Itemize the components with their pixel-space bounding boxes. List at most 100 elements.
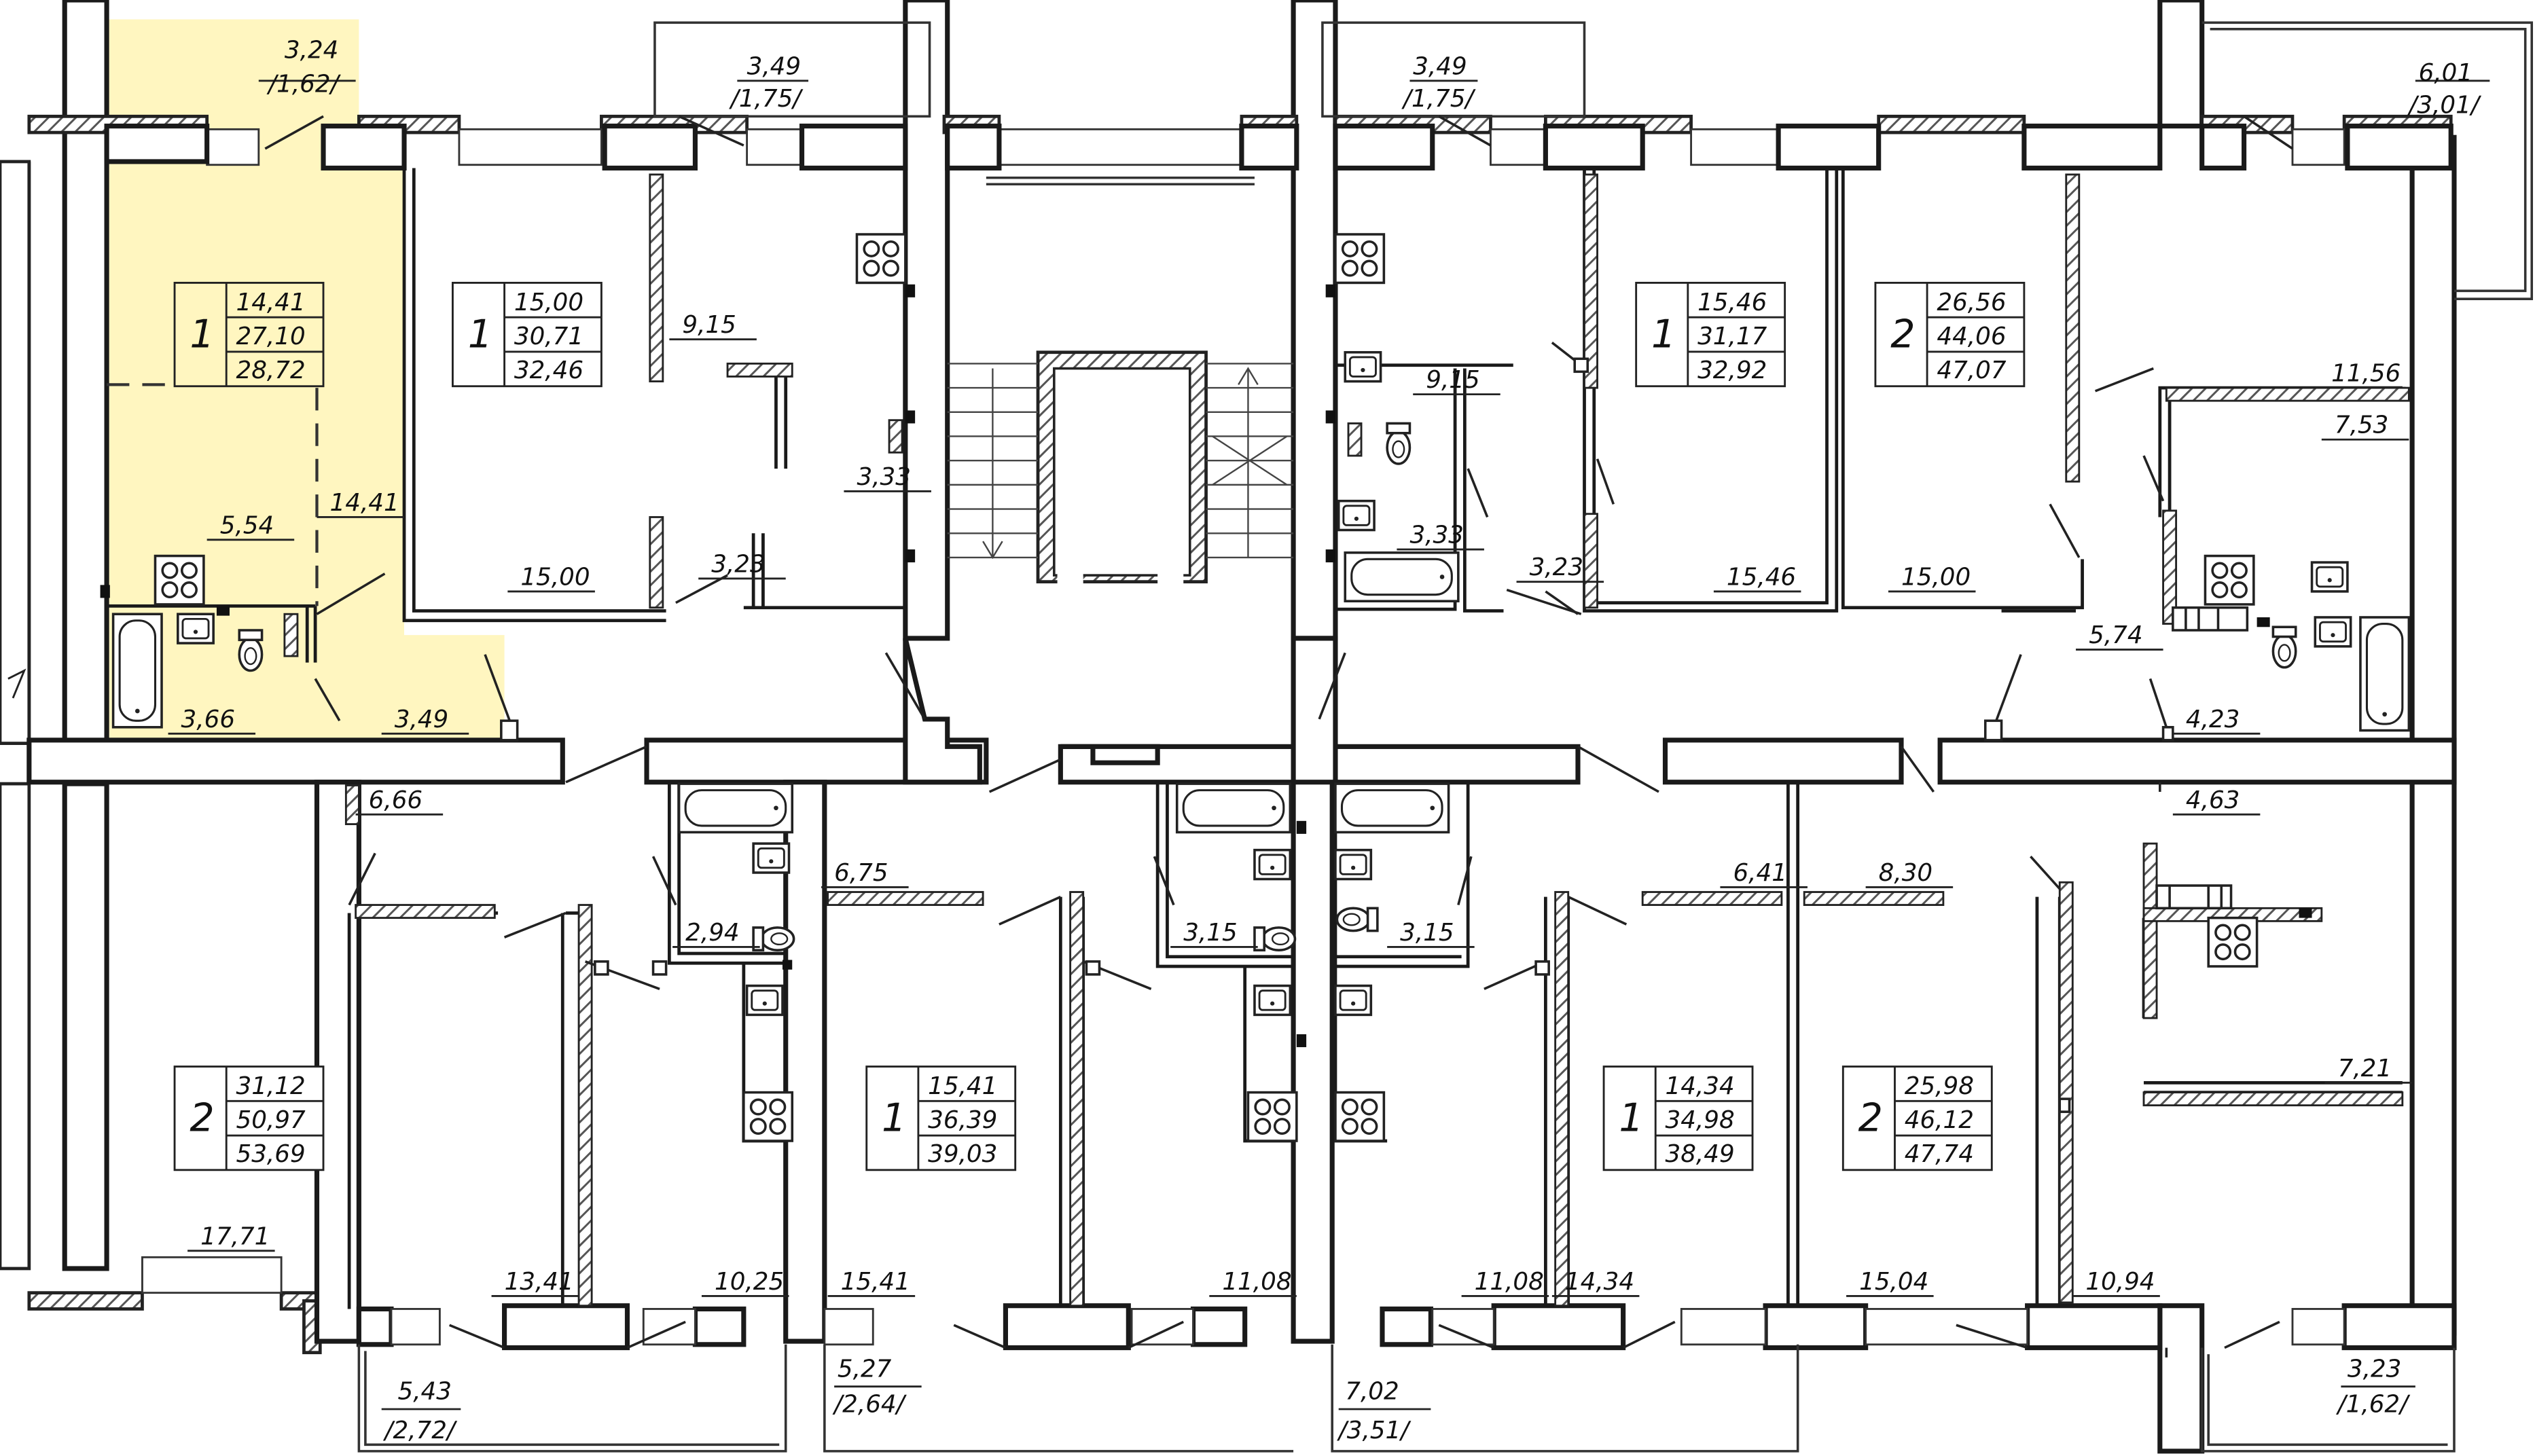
apartment-living-area: 15,00 bbox=[514, 289, 583, 316]
apartment-room-count: 2 bbox=[1858, 1096, 1883, 1141]
bathtub-icon bbox=[677, 782, 794, 834]
room-area-label: 6,75 bbox=[834, 859, 888, 887]
apartment-living-area: 15,41 bbox=[928, 1072, 997, 1100]
stove-icon bbox=[154, 554, 205, 606]
apartment-room-count: 2 bbox=[1890, 312, 1915, 357]
room-area-label: 11,56 bbox=[2331, 360, 2401, 388]
apartment-total-with-balcony: 32,46 bbox=[514, 357, 583, 384]
hatched-partitions bbox=[283, 173, 2410, 1307]
apartment-total-with-balcony: 47,74 bbox=[1905, 1140, 1974, 1168]
room-area-label: 10,25 bbox=[715, 1268, 784, 1296]
sink-icon bbox=[1337, 499, 1376, 532]
bathtub-icon bbox=[2359, 616, 2411, 732]
sink-icon bbox=[745, 984, 784, 1017]
room-area-label: 3,33 bbox=[857, 463, 910, 491]
facade-walls-bottom bbox=[27, 1291, 322, 1355]
apartment-room-count: 2 bbox=[190, 1096, 214, 1141]
room-area-label: 15,00 bbox=[520, 563, 590, 591]
balcony-outlines bbox=[357, 21, 2534, 1453]
apartment-total-with-balcony: 53,69 bbox=[236, 1140, 305, 1168]
balcony-area: 3,49 bbox=[1413, 52, 1467, 80]
balcony-reduced-area: /2,72/ bbox=[382, 1417, 457, 1444]
sink-icon bbox=[752, 842, 791, 874]
bathtub-icon bbox=[1334, 782, 1450, 834]
balcony-reduced-area: /1,75/ bbox=[1401, 85, 1476, 113]
apartment-total-area: 36,39 bbox=[928, 1106, 997, 1134]
apartment-living-area: 25,98 bbox=[1905, 1072, 1974, 1100]
sink-icon bbox=[2314, 616, 2352, 648]
apartment-table bbox=[1602, 1066, 1754, 1171]
apartment-table bbox=[1841, 1066, 1993, 1171]
sink-icon bbox=[1253, 984, 1292, 1017]
kitchen-zone-outline bbox=[107, 383, 319, 606]
wall-markers bbox=[100, 284, 2312, 1047]
apartment-table bbox=[173, 1066, 325, 1171]
apartment-total-area: 44,06 bbox=[1937, 323, 2006, 350]
room-area-label: 2,94 bbox=[685, 919, 739, 947]
balcony-reduced-area: /1,62/ bbox=[2336, 1391, 2411, 1419]
apartment-room-count: 1 bbox=[190, 312, 214, 357]
room-area-label: 3,33 bbox=[1409, 522, 1463, 549]
stove-icon bbox=[742, 1091, 794, 1142]
apartment-living-area: 15,46 bbox=[1697, 289, 1767, 316]
apartment-total-area: 30,71 bbox=[514, 323, 583, 350]
apartment-table bbox=[1635, 281, 1786, 388]
apartment-living-area: 14,41 bbox=[236, 289, 305, 316]
exterior-walls bbox=[62, 0, 2457, 1336]
apartment-total-area: 50,97 bbox=[236, 1106, 305, 1134]
toilet-icon bbox=[2271, 625, 2297, 669]
toilet-icon bbox=[1253, 926, 1297, 951]
stove-icon bbox=[1334, 1091, 1386, 1142]
apartment-total-area: 27,10 bbox=[236, 323, 305, 350]
balcony-area: 5,27 bbox=[838, 1355, 892, 1383]
room-area-label: 7,53 bbox=[2335, 412, 2388, 439]
apartment-total-with-balcony: 47,07 bbox=[1937, 357, 2006, 384]
room-area-label: 7,21 bbox=[2338, 1055, 2392, 1082]
room-area-label: 3,23 bbox=[1530, 553, 1583, 581]
stove-icon bbox=[2204, 554, 2255, 606]
leader-lines bbox=[258, 79, 2490, 1410]
apartment-table bbox=[1874, 281, 2026, 388]
sink-icon bbox=[2310, 561, 2349, 593]
room-area-label: 15,41 bbox=[841, 1268, 910, 1296]
room-area-label: 6,41 bbox=[1733, 859, 1786, 887]
toilet-icon bbox=[1386, 422, 1412, 465]
apartment-living-area: 31,12 bbox=[236, 1072, 305, 1100]
room-area-label: 9,15 bbox=[1426, 366, 1479, 394]
room-area-label: 3,49 bbox=[395, 706, 448, 733]
sink-icon bbox=[177, 613, 215, 644]
apartment-tables bbox=[173, 281, 2026, 1171]
apartment-total-with-balcony: 28,72 bbox=[236, 357, 305, 384]
bathtub-icon bbox=[1175, 782, 1292, 834]
room-area-label: 4,63 bbox=[2186, 786, 2240, 814]
room-area-label: 15,04 bbox=[1859, 1268, 1928, 1296]
apartment-room-count: 1 bbox=[1619, 1096, 1643, 1141]
apartment-living-area: 14,34 bbox=[1666, 1072, 1735, 1100]
apartment-table bbox=[173, 281, 325, 388]
room-area-label: 10,94 bbox=[2085, 1268, 2155, 1296]
corridor-walls bbox=[26, 636, 2457, 786]
room-area-label: 3,15 bbox=[1400, 919, 1454, 947]
bathtub-icon bbox=[1344, 551, 1460, 602]
stove-icon bbox=[855, 233, 907, 285]
room-area-label: 14,41 bbox=[330, 489, 399, 517]
balcony-reduced-area: /3,51/ bbox=[1337, 1417, 1412, 1444]
apartment-total-with-balcony: 38,49 bbox=[1666, 1140, 1735, 1168]
stove-icon bbox=[2207, 916, 2259, 968]
stove-icon bbox=[1246, 1091, 1298, 1142]
room-area-label: 4,23 bbox=[2186, 706, 2240, 733]
apartment-living-area: 26,56 bbox=[1937, 289, 2006, 316]
room-area-label: 11,08 bbox=[1222, 1268, 1291, 1296]
fixtures bbox=[111, 233, 2411, 1142]
apartment-total-with-balcony: 39,03 bbox=[928, 1140, 997, 1168]
stairwell bbox=[947, 350, 1294, 585]
toilet-icon bbox=[1335, 907, 1379, 932]
apartment-total-with-balcony: 32,92 bbox=[1697, 357, 1767, 384]
balcony-area: 3,49 bbox=[747, 52, 801, 80]
room-area-label: 5,74 bbox=[2089, 621, 2142, 649]
room-area-label: 3,15 bbox=[1183, 919, 1237, 947]
toilet-icon bbox=[238, 629, 264, 672]
balcony-area: 5,43 bbox=[398, 1378, 452, 1406]
room-area-label: 8,30 bbox=[1879, 859, 1932, 887]
